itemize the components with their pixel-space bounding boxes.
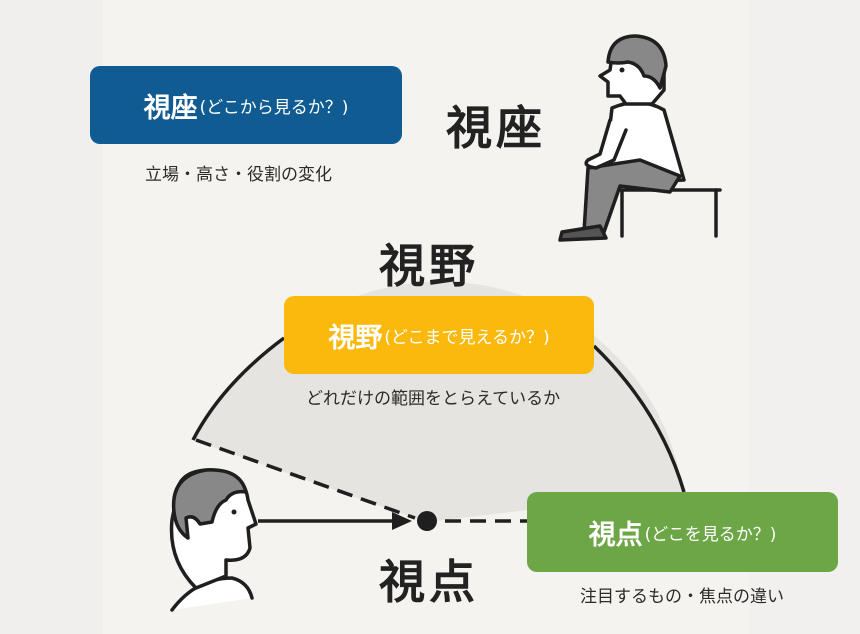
field-of-view-label-sub: (どこまで見えるか？) [384,327,550,348]
viewpoint-heading: 視点 [379,555,479,609]
gaze-arrow-head [392,512,412,530]
viewer-person-icon [169,468,258,612]
viewpoint-label-main: 視点 [588,519,643,551]
perspective-label-main: 視座 [143,92,198,124]
field-of-view-arc-right [592,344,686,493]
focus-point [417,511,437,531]
field-of-view-heading: 視野 [379,239,479,293]
perspective-caption: 立場・高さ・役割の変化 [145,165,332,185]
left-margin [0,0,103,634]
view-dashed-line [195,438,416,520]
perspective-heading: 視座 [446,101,546,155]
field-of-view-label-main: 視野 [328,322,383,354]
viewpoint-label-box: 視点 (どこを見るか？) [527,492,838,572]
perspective-label-sub: (どこから見るか？) [199,97,349,118]
field-of-view-label-box: 視野 (どこまで見えるか？) [284,296,594,374]
field-of-view-caption: どれだけの範囲をとらえているか [306,389,561,409]
viewpoint-caption: 注目するもの・焦点の違い [580,587,784,607]
seated-person-icon [558,34,722,242]
field-of-view-arc [191,336,286,441]
perspective-label-box: 視座 (どこから見るか？) [90,66,402,144]
viewpoint-label-sub: (どこを見るか？) [644,524,777,545]
